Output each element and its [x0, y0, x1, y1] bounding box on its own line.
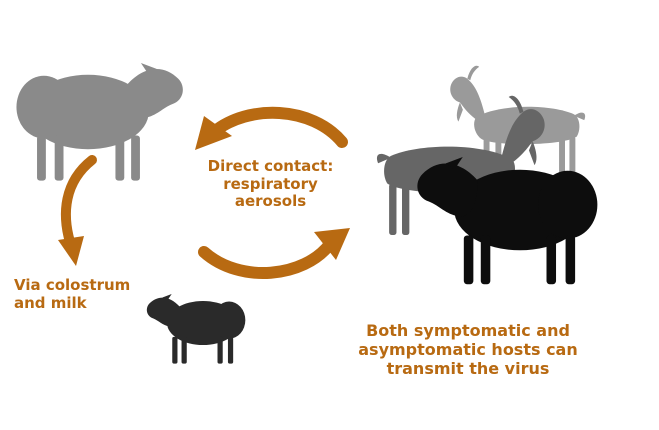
direct-contact-label: Direct contact: respiratory aerosols	[178, 158, 363, 211]
hosts-transmit-label: Both symptomatic and asymptomatic hosts …	[318, 322, 618, 379]
colostrum-line-2: and milk	[14, 295, 184, 313]
hosts-line-1: Both symptomatic and	[318, 322, 618, 341]
colostrum-line-1: Via colostrum	[14, 277, 184, 295]
sheep-icon	[417, 157, 597, 284]
direct-contact-line-2: respiratory	[178, 176, 363, 194]
hosts-line-2: asymptomatic hosts can	[318, 341, 618, 360]
colostrum-label: Via colostrum and milk	[14, 277, 184, 312]
sheep-icon	[16, 63, 182, 181]
arrow-icon	[195, 113, 342, 150]
direct-contact-line-1: Direct contact:	[178, 158, 363, 176]
direct-contact-line-3: aerosols	[178, 193, 363, 211]
arrow-icon	[204, 228, 350, 273]
hosts-line-3: transmit the virus	[318, 360, 618, 379]
